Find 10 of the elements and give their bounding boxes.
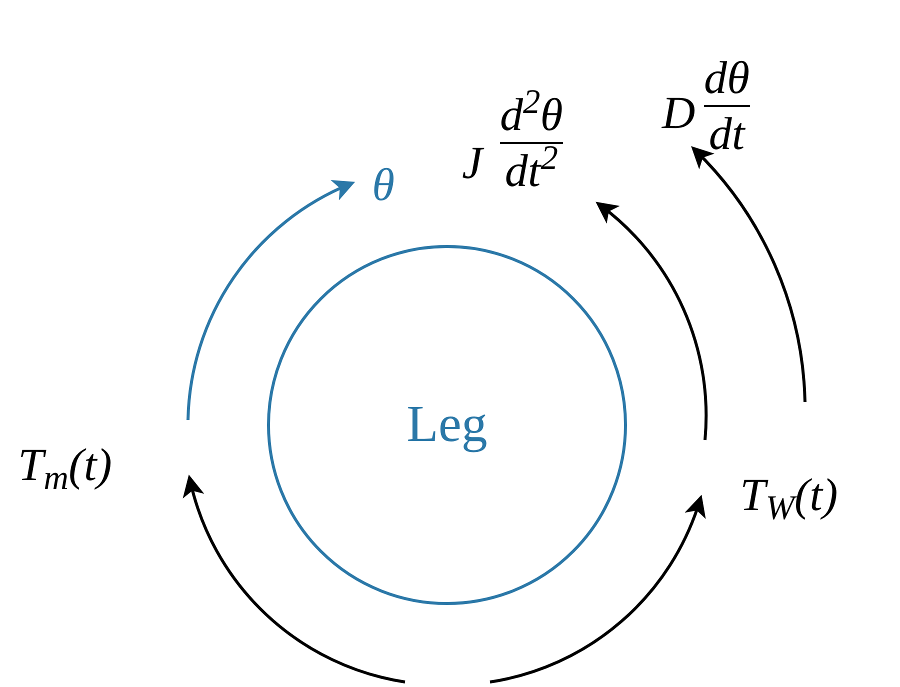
math-label: dt: [708, 111, 745, 157]
leg-label: Leg: [406, 399, 488, 451]
math-label: θ: [372, 159, 395, 210]
math-label: d$^{2}$θ: [500, 92, 563, 138]
math-label: J: [462, 137, 482, 188]
math-label: D: [662, 87, 696, 138]
math-label: T$_{m}$(t): [18, 439, 112, 490]
math-label: dθ: [704, 55, 750, 101]
math-label: T$_{W}$(t): [740, 469, 838, 520]
math-label: dt$^{2}$: [504, 148, 558, 194]
